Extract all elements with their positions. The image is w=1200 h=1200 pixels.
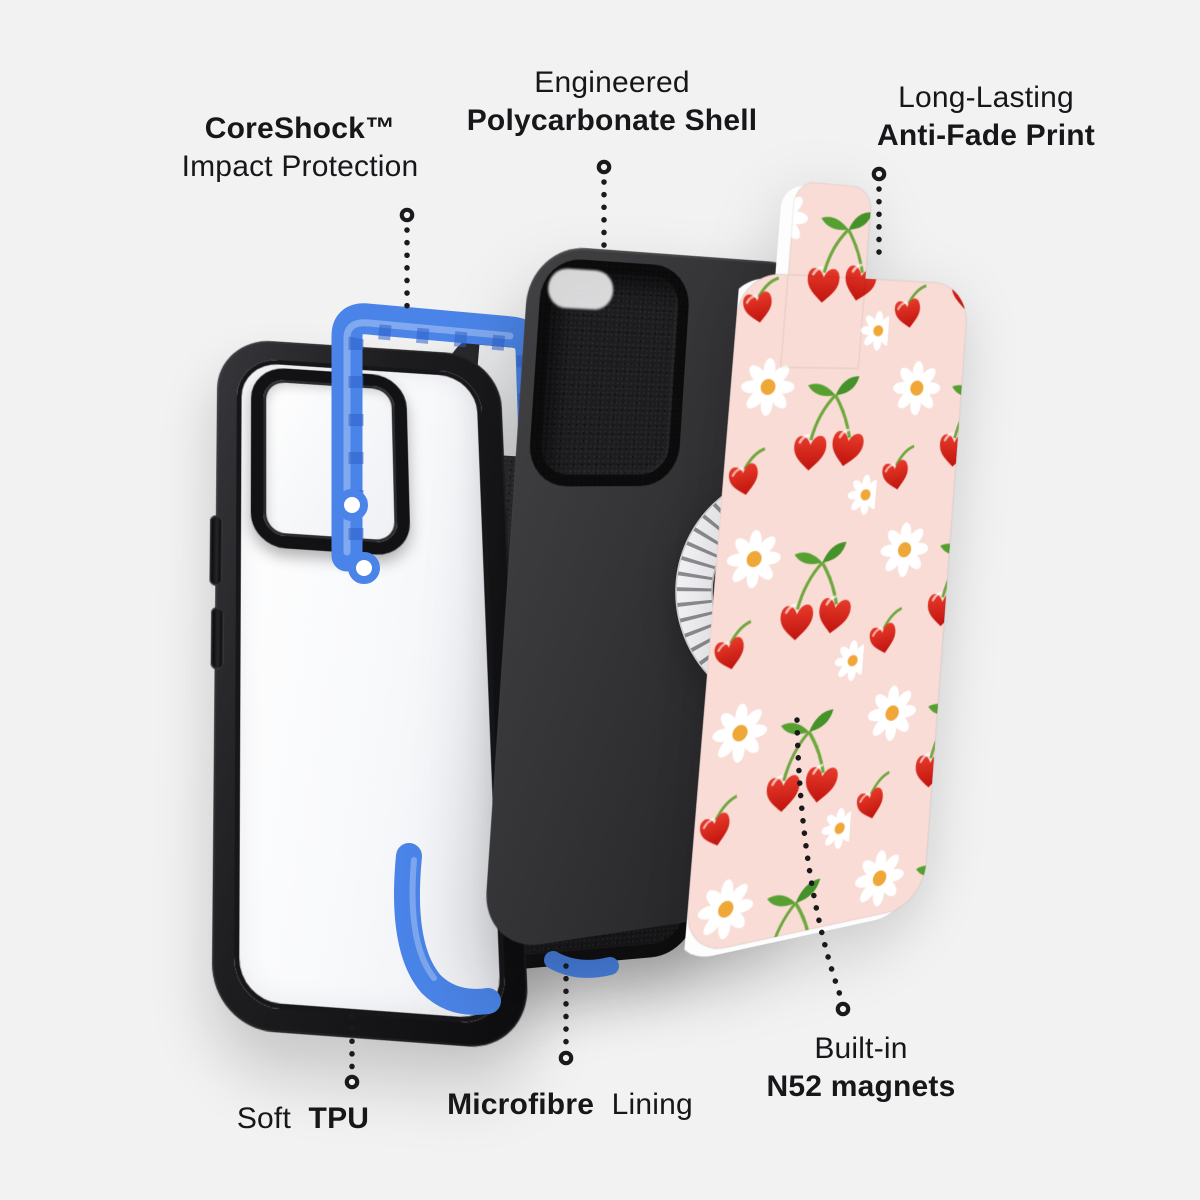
callout-lining: Microfibre Lining: [447, 1086, 693, 1124]
callout-shell-title: Polycarbonate Shell: [467, 102, 758, 140]
tpu-button-lower: [211, 607, 224, 671]
layer-tpu-case: [211, 338, 530, 1051]
callout-coreshock: CoreShock™ Impact Protection: [182, 110, 419, 186]
callout-tpu-regular: Soft: [237, 1100, 291, 1138]
callout-print-title: Anti-Fade Print: [877, 117, 1095, 155]
callout-magnets: Built-in N52 magnets: [767, 1030, 956, 1106]
callout-print-pretitle: Long-Lasting: [877, 79, 1095, 117]
callout-coreshock-subtitle: Impact Protection: [182, 148, 419, 186]
callout-shell-pretitle: Engineered: [467, 64, 758, 102]
callout-shell: Engineered Polycarbonate Shell: [467, 64, 758, 140]
callout-tpu-bold: TPU: [309, 1100, 370, 1138]
tpu-button-upper: [209, 515, 222, 586]
leader-coreshock: [402, 210, 412, 306]
shell-camera-gap-highlight: [547, 267, 615, 310]
shell-camera-cutout: [527, 257, 691, 487]
leader-lining: [561, 966, 571, 1063]
tpu-camera-ring: [251, 366, 411, 557]
callout-magnets-pretitle: Built-in: [767, 1030, 956, 1068]
callout-coreshock-title: CoreShock™: [182, 110, 419, 148]
callout-magnets-title: N52 magnets: [767, 1068, 956, 1106]
callout-tpu: Soft TPU: [237, 1100, 369, 1138]
callout-lining-bold: Microfibre: [447, 1086, 594, 1124]
callout-print: Long-Lasting Anti-Fade Print: [877, 79, 1095, 155]
leader-shell: [599, 162, 609, 250]
callout-lining-regular: Lining: [612, 1086, 693, 1124]
